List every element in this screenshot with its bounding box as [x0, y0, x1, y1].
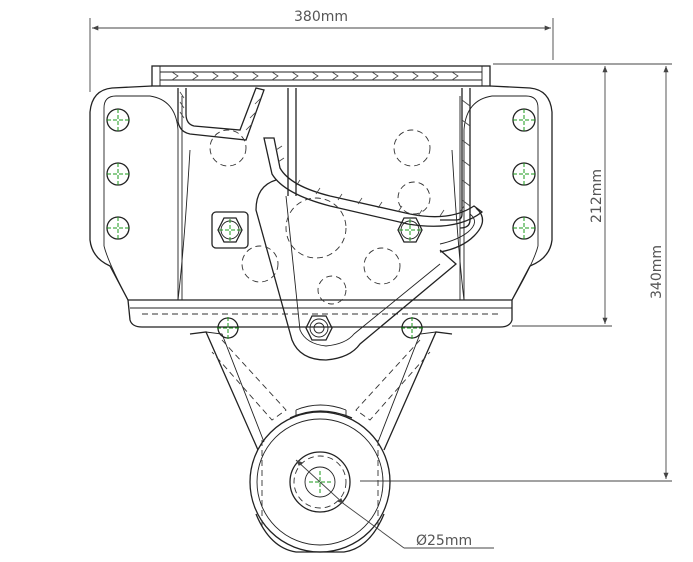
rail-bolts: [216, 316, 424, 340]
hanger-plate: [255, 179, 458, 361]
total-height-label: 340mm: [649, 245, 665, 299]
lower-eye: [249, 404, 391, 553]
top-channel-plate: [151, 65, 491, 87]
right-hex-nut: [397, 217, 423, 243]
total-height-dimension: 340mm: [360, 63, 672, 482]
center-hex-nut: [305, 315, 333, 341]
right-bolt-holes: [512, 108, 536, 240]
left-bent-plate: [177, 87, 265, 141]
upper-height-label: 212mm: [589, 169, 605, 223]
left-bolt-holes: [106, 108, 130, 240]
diameter-dimension: Ø25mm: [295, 459, 494, 549]
left-hex-nut: [211, 211, 249, 249]
bottom-rail: [127, 299, 513, 328]
width-dimension: 380mm: [89, 9, 554, 92]
main-bracket: [89, 85, 553, 301]
width-label: 380mm: [294, 9, 348, 25]
swing-arms: [189, 331, 453, 451]
hidden-bushings: [209, 129, 431, 305]
curved-leaf-plate: [263, 137, 484, 253]
diameter-label: Ø25mm: [416, 533, 472, 549]
